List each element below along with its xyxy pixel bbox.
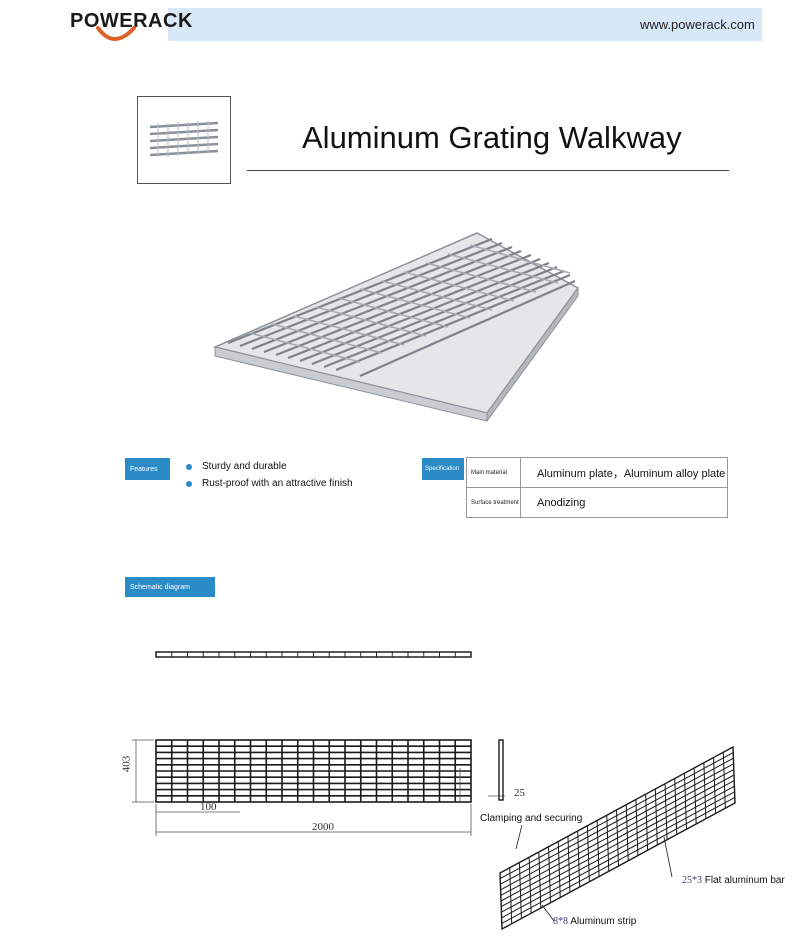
drawing-line: [703, 762, 707, 819]
grating-product-image: [212, 232, 580, 423]
plan-view-drawing: [132, 739, 505, 836]
grating-thumbnail-image: [149, 121, 219, 157]
strip-name: Aluminum strip: [570, 916, 637, 927]
brand-logo: POWERACK: [70, 10, 193, 33]
drawing-line: [557, 841, 561, 898]
drawing-line: [722, 752, 726, 809]
drawing-line: [693, 767, 697, 825]
page-title: Aluminum Grating Walkway: [302, 120, 682, 155]
drawing-line: [674, 778, 678, 835]
drawing-line: [654, 788, 658, 846]
features-tag: Features: [125, 458, 170, 480]
feature-text: Sturdy and durable: [202, 461, 287, 472]
drawing-line: [518, 862, 522, 919]
spec-row: Main material Aluminum plate，Aluminum al…: [467, 458, 727, 488]
spec-value: Anodizing: [537, 496, 586, 509]
header-band: [168, 8, 762, 41]
spec-label: Main material: [467, 458, 521, 487]
schematic-tag: Schematic diagram: [125, 577, 215, 597]
flat-bar-name: Flat aluminum bar: [704, 875, 785, 886]
flat-bar-label: 25*3 Flat aluminum bar: [682, 875, 785, 886]
drawing-line: [616, 809, 619, 867]
drawing-line: [528, 857, 532, 914]
bullet-icon: [186, 463, 192, 470]
spec-row: Surface treatment Anodizing: [467, 488, 727, 517]
drawing-line: [683, 773, 687, 830]
drawing-line: [538, 851, 542, 909]
drawing-line: [567, 836, 571, 893]
drawing-line: [596, 820, 600, 877]
height-dimension: 403: [120, 755, 133, 773]
drawing-line: [713, 757, 717, 814]
title-divider: [247, 170, 729, 171]
strip-dimension: 8*8: [553, 916, 568, 927]
site-url[interactable]: www.powerack.com: [640, 17, 755, 32]
brand-name: POWERACK: [70, 10, 193, 32]
feature-item: Sturdy and durable: [186, 461, 287, 472]
specification-tag: Specification: [422, 458, 464, 480]
bullet-icon: [186, 480, 192, 487]
feature-item: Rust-proof with an attractive finish: [186, 478, 353, 489]
clamping-label: Clamping and securing: [480, 813, 583, 824]
drawing-line: [664, 783, 668, 840]
thickness-dimension: 25: [514, 787, 525, 799]
spec-label: Surface treatment: [467, 488, 521, 517]
drawing-line: [645, 794, 649, 851]
drawing-line: [635, 799, 639, 856]
drawing-line: [586, 825, 590, 882]
side-view-drawing: [155, 651, 472, 658]
logo-swoosh-icon: [96, 26, 136, 41]
drawing-line: [509, 867, 513, 924]
flat-bar-dimension: 25*3: [682, 875, 702, 886]
product-thumbnail: [137, 96, 231, 184]
drawing-line: [577, 830, 581, 888]
feature-text: Rust-proof with an attractive finish: [202, 478, 353, 489]
spacing-dimension: 100: [200, 801, 217, 813]
perspective-drawing: [499, 745, 736, 931]
strip-label: 8*8 Aluminum strip: [553, 916, 636, 927]
drawing-line: [625, 804, 629, 861]
drawing-line: [548, 846, 552, 903]
spec-value: Aluminum plate，Aluminum alloy plate: [537, 467, 726, 480]
drawing-line: [606, 815, 610, 872]
length-dimension: 2000: [312, 821, 334, 833]
specification-table: Main material Aluminum plate，Aluminum al…: [466, 457, 728, 518]
